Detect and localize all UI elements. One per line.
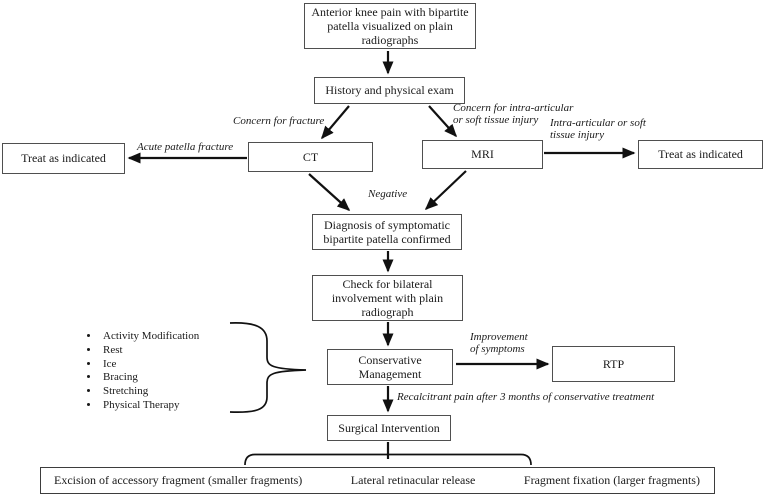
node-mri-label: MRI [471,147,494,162]
arrow-ct-to-diagnosis [308,173,351,212]
node-treat-right-label: Treat as indicated [658,147,743,162]
node-rtp: RTP [552,346,675,382]
label-line: or soft tissue injury [453,114,539,127]
label-line: of symptoms [470,343,525,356]
option-fragment-fixation: Fragment fixation (larger fragments) [523,473,700,487]
label-recalcitrant-pain: Recalcitrant pain after 3 months of cons… [397,391,655,403]
list-item: Activity Modification [100,330,199,343]
node-surgical-label: Surgical Intervention [338,420,440,435]
surgical-options-bar: Excision of accessory fragment (smaller … [40,467,715,494]
node-ct: CT [248,142,373,172]
node-bilateral-check: Check for bilateral involvement with pla… [312,275,463,321]
node-history-exam: History and physical exam [314,77,465,104]
surgical-options-bracket [244,453,532,466]
node-history-label: History and physical exam [325,83,454,98]
label-intra-articular-injury: Intra-articular or soft tissue injury [550,117,646,142]
label-acute-patella-fracture: Acute patella fracture [137,141,234,153]
list-item: Rest [100,344,199,357]
label-negative: Negative [368,188,408,200]
label-line: Concern for intra-articular [453,102,574,114]
list-item: Ice [100,358,199,371]
list-item: Bracing [100,371,199,384]
list-item: Physical Therapy [100,399,199,412]
node-bilateral-label: Check for bilateral involvement with pla… [331,276,444,320]
label-line: Intra-articular or soft [550,117,646,129]
node-start: Anterior knee pain with bipartite patell… [304,3,476,49]
node-treat-left: Treat as indicated [2,143,125,174]
node-rtp-label: RTP [602,356,625,371]
arrow-mri-to-diagnosis [424,170,467,211]
conservative-options-brace [229,322,307,414]
node-treat-left-label: Treat as indicated [21,151,106,166]
node-ct-label: CT [302,149,319,164]
option-excision: Excision of accessory fragment (smaller … [54,473,303,487]
conservative-options-list: Activity Modification Rest Ice Bracing S… [84,330,199,413]
label-line: Improvement [470,331,528,343]
node-diagnosis: Diagnosis of symptomatic bipartite patel… [312,214,462,250]
node-surgical-intervention: Surgical Intervention [327,415,451,441]
label-concern-intra-articular: Concern for intra-articular or soft tiss… [453,102,573,127]
list-item: Stretching [100,385,199,398]
node-diagnosis-label: Diagnosis of symptomatic bipartite patel… [323,217,451,246]
label-concern-for-fracture: Concern for fracture [233,115,325,127]
node-treat-right: Treat as indicated [638,140,763,169]
node-mri: MRI [422,140,543,169]
label-line: tissue injury [550,129,605,142]
node-conservative-label: Conservative Management [358,352,422,381]
label-improvement-of-symptoms: Improvement of symptoms [470,331,528,356]
arrow-history-to-mri [428,105,458,138]
node-conservative-management: Conservative Management [327,349,453,385]
arrow-history-to-ct [321,105,350,140]
option-lateral-release: Lateral retinacular release [350,473,476,487]
node-start-label: Anterior knee pain with bipartite patell… [311,4,469,48]
